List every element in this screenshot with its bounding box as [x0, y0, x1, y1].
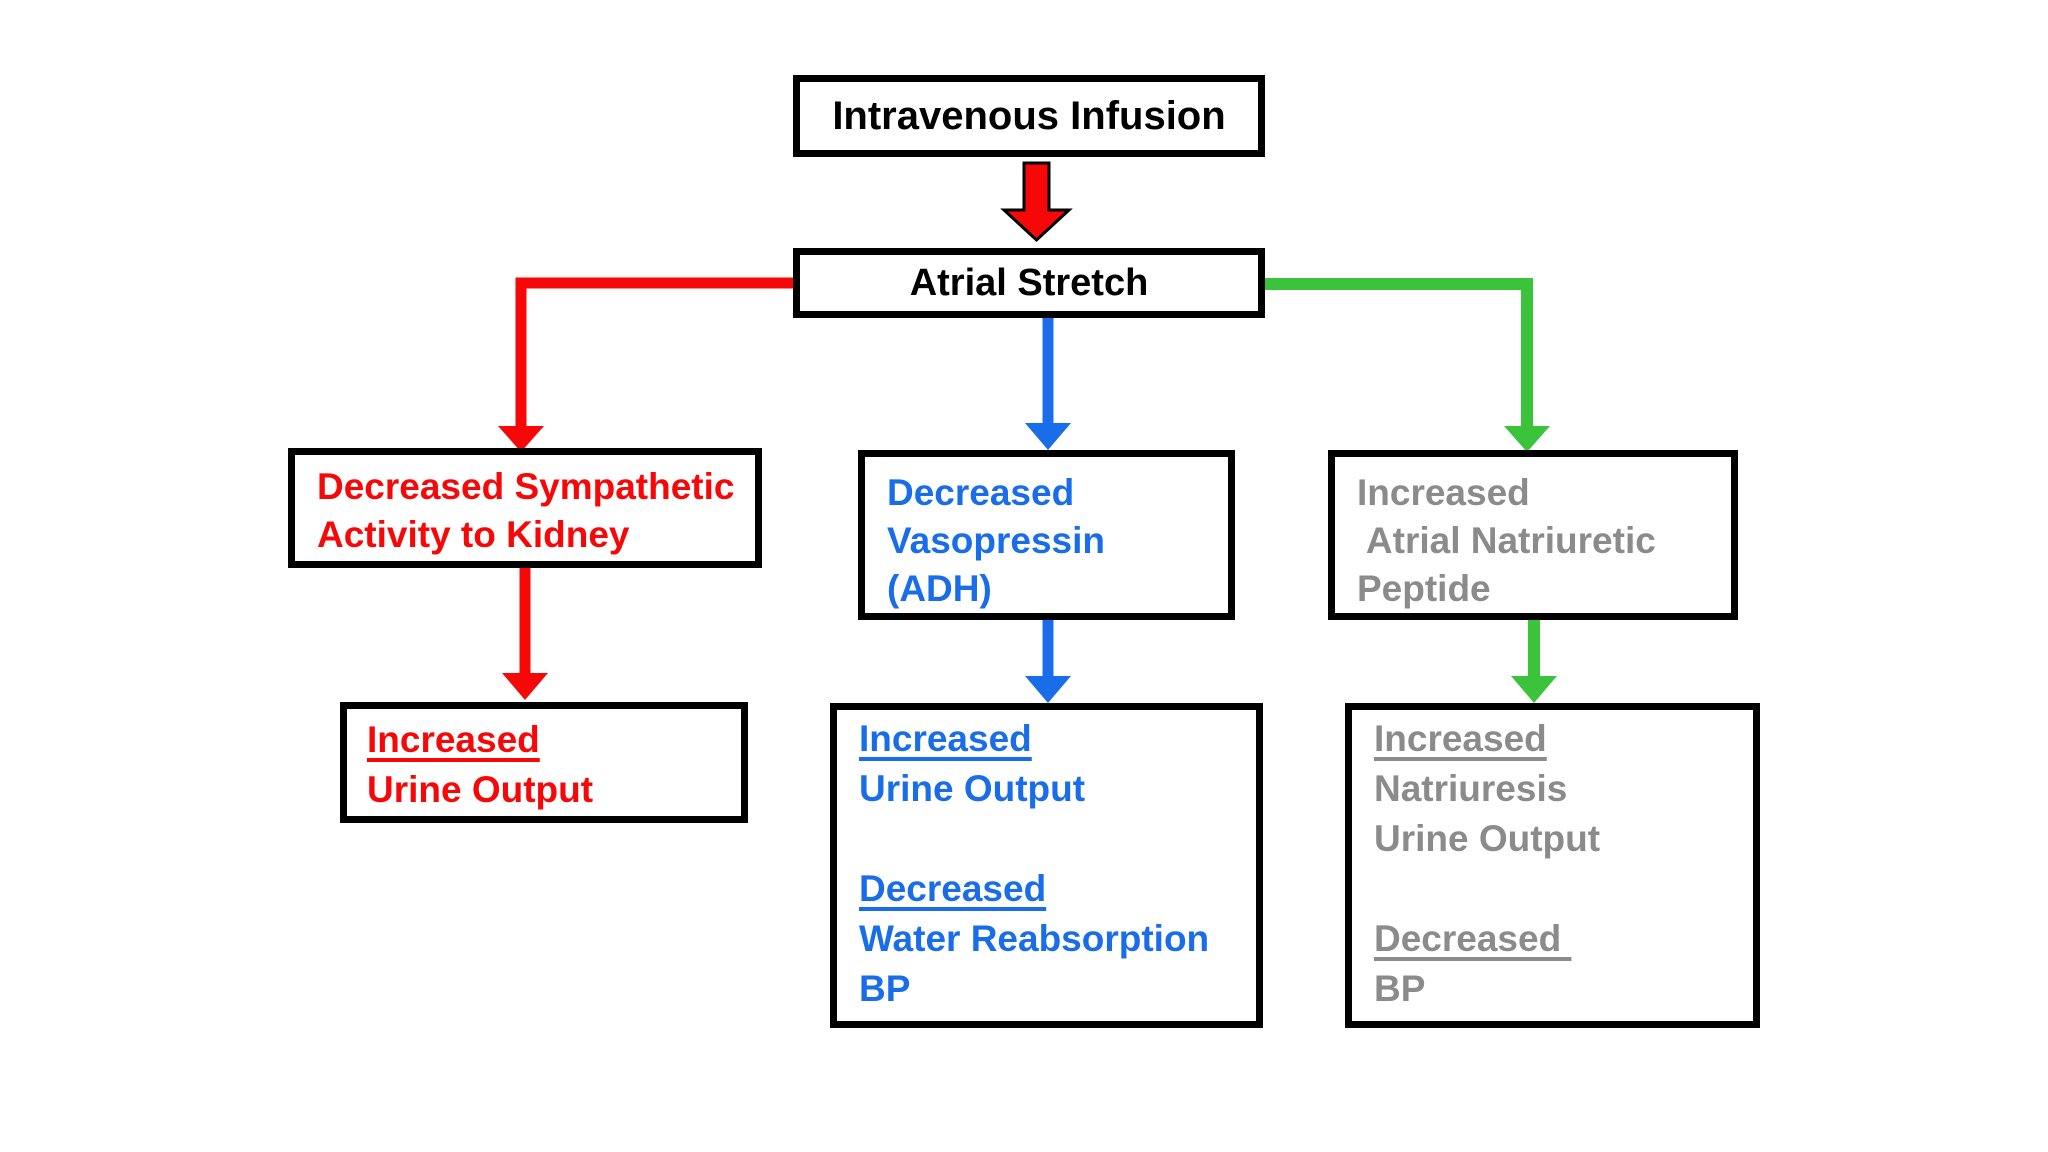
node-vasopressin-effects: Increased Urine Output Decreased Water R… [830, 703, 1263, 1028]
node-line: (ADH) [887, 568, 992, 609]
node-line: BP [1374, 968, 1426, 1009]
node-line: Increased [1357, 472, 1530, 513]
blue-arrowhead [1025, 423, 1071, 450]
node-label: Intravenous Infusion [832, 93, 1226, 138]
green-elbow-line [1263, 278, 1533, 430]
node-line: Decreased [887, 472, 1075, 513]
blue-arrow-down-icon [1025, 316, 1071, 450]
red-elbow-arrow-icon [498, 277, 795, 452]
node-line: Atrial Natriuretic [1357, 520, 1656, 561]
node-increased-urine-output-red: Increased Urine Output [340, 702, 748, 823]
red-arrow-down-icon [502, 566, 548, 700]
node-line-underlined: Increased [367, 719, 540, 760]
node-line-underlined: Increased [859, 718, 1032, 759]
node-line: Urine Output [859, 768, 1086, 809]
green-arrow-down-icon [1511, 618, 1557, 703]
blue-arrowhead [1025, 676, 1071, 703]
node-line: Urine Output [367, 769, 594, 810]
node-decreased-sympathetic-activity: Decreased Sympathetic Activity to Kidney [288, 448, 762, 568]
block-arrow-down-icon [1000, 161, 1073, 243]
node-line: BP [859, 968, 911, 1009]
blank-line [859, 814, 1242, 864]
block-arrow-shape [1000, 161, 1073, 243]
green-elbow-arrow-icon [1263, 278, 1550, 452]
node-line: Peptide [1357, 568, 1491, 609]
green-elbow-arrowhead [1504, 426, 1550, 452]
node-line: Urine Output [1374, 818, 1601, 859]
node-line: Natriuresis [1374, 768, 1568, 809]
node-line-underlined: Decreased [859, 868, 1047, 909]
red-arrowhead [502, 673, 548, 700]
node-line: Decreased Sympathetic [317, 466, 735, 507]
green-arrowhead [1511, 676, 1557, 703]
node-line: Vasopressin [887, 520, 1106, 561]
node-line-underlined: Decreased [1374, 918, 1572, 959]
blank-line [1374, 864, 1739, 914]
node-decreased-vasopressin: Decreased Vasopressin (ADH) [858, 450, 1235, 620]
node-line: Water Reabsorption [859, 918, 1210, 959]
blue-arrow-down-icon [1025, 618, 1071, 703]
node-increased-anp: Increased Atrial Natriuretic Peptide [1328, 450, 1738, 620]
node-intravenous-infusion: Intravenous Infusion [793, 75, 1265, 157]
node-line: Activity to Kidney [317, 514, 630, 555]
node-line-underlined: Increased [1374, 718, 1547, 759]
node-atrial-stretch: Atrial Stretch [793, 248, 1265, 318]
red-elbow-line [515, 277, 795, 430]
node-label: Atrial Stretch [909, 261, 1149, 304]
node-anp-effects: Increased Natriuresis Urine Output Decre… [1345, 703, 1760, 1028]
